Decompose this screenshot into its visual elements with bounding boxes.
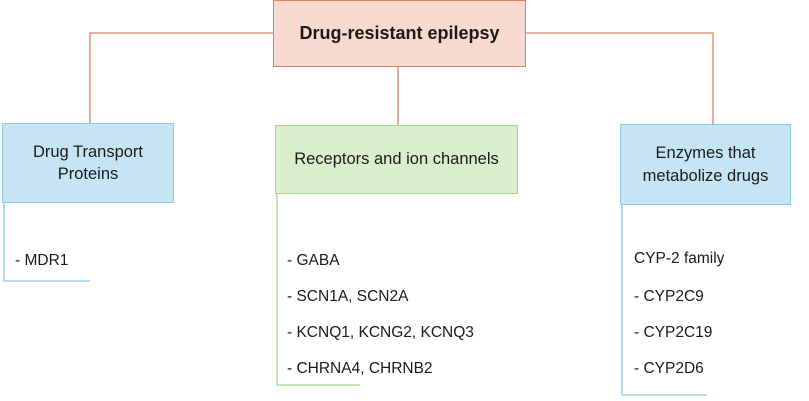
list-item: - GABA bbox=[287, 252, 340, 269]
category-label: Drug Transport Proteins bbox=[32, 142, 144, 183]
category-label: Enzymes that metabolize drugs bbox=[642, 144, 769, 185]
list-item: - KCNQ1, KCNG2, KCNQ3 bbox=[287, 324, 474, 341]
bracket-middle-list bbox=[276, 194, 360, 386]
list-item: - CYP2C19 bbox=[634, 324, 713, 341]
category-receptors-ion-channels: Receptors and ion channels bbox=[275, 125, 518, 194]
connector-root-right bbox=[526, 32, 714, 124]
root-label: Drug-resistant epilepsy bbox=[299, 23, 500, 44]
bracket-right-list bbox=[621, 205, 707, 396]
list-item: CYP-2 family bbox=[634, 250, 725, 267]
category-label: Receptors and ion channels bbox=[294, 150, 499, 169]
list-item: - SCN1A, SCN2A bbox=[287, 288, 409, 305]
root-node: Drug-resistant epilepsy bbox=[273, 0, 526, 67]
category-enzymes-metabolize-drugs: Enzymes that metabolize drugs bbox=[620, 124, 791, 205]
list-item: - CYP2D6 bbox=[634, 360, 704, 377]
list-item: - CHRNA4, CHRNB2 bbox=[287, 360, 433, 377]
list-item: - MDR1 bbox=[15, 252, 69, 269]
list-item: - CYP2C9 bbox=[634, 288, 704, 305]
bracket-left-list bbox=[3, 203, 90, 282]
category-drug-transport-proteins: Drug Transport Proteins bbox=[2, 123, 174, 203]
connector-root-left bbox=[89, 32, 273, 123]
